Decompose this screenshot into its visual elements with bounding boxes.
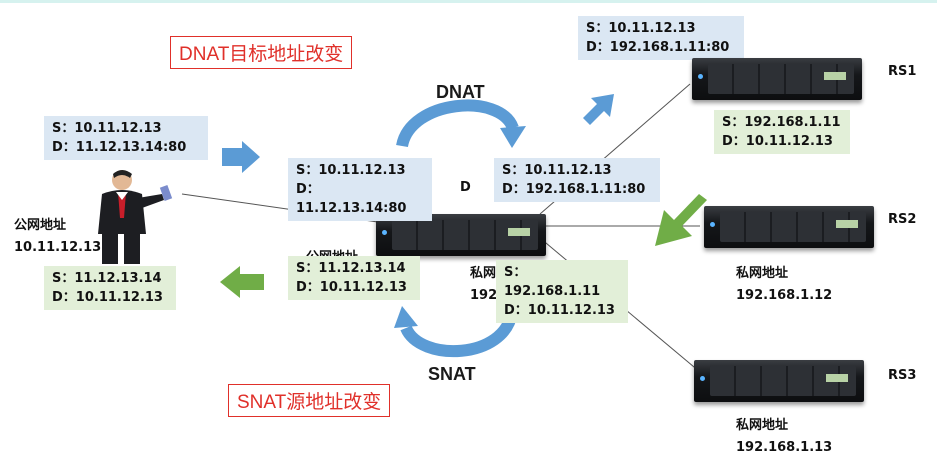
rs3-server bbox=[694, 360, 864, 402]
director-reply-out-packet: S：11.12.13.14 D：10.11.12.13 bbox=[288, 256, 420, 300]
packet-destination: D：10.11.12.13 bbox=[504, 303, 615, 318]
rs1-name: RS1 bbox=[888, 64, 917, 79]
snat-change-title: SNAT源地址改变 bbox=[228, 384, 391, 417]
director-out-packet: S：10.11.12.13 D：192.168.1.11:80 bbox=[494, 158, 660, 202]
dnat-label: DNAT bbox=[436, 82, 485, 102]
rs3-name: RS3 bbox=[888, 368, 917, 383]
packet-destination: D：11.12.13.14:80 bbox=[296, 182, 407, 216]
director-private-ip: 192 bbox=[470, 288, 498, 303]
rs2-ip: 192.168.1.12 bbox=[736, 288, 833, 303]
packet-destination: D：10.11.12.13 bbox=[52, 290, 163, 305]
packet-source: S：10.11.12.13 bbox=[296, 163, 406, 178]
packet-destination: D：192.168.1.11:80 bbox=[502, 182, 646, 197]
packet-source: S：10.11.12.13 bbox=[52, 121, 162, 136]
packet-destination: D：10.11.12.13 bbox=[296, 280, 407, 295]
rs2-label: 私网地址 bbox=[736, 266, 789, 281]
rs1-server bbox=[692, 58, 862, 100]
packet-source: S：11.12.13.14 bbox=[296, 261, 406, 276]
director-server bbox=[376, 214, 546, 256]
client-label: 公网地址 bbox=[14, 218, 67, 233]
director-in-packet: S：10.11.12.13 D：11.12.13.14:80 bbox=[288, 158, 432, 221]
client-person-icon bbox=[98, 170, 173, 264]
snat-label: SNAT bbox=[428, 364, 476, 384]
director-label: D bbox=[460, 180, 471, 195]
packet-source: S：10.11.12.13 bbox=[502, 163, 612, 178]
rs1-reply-packet: S：192.168.1.11 D：10.11.12.13 bbox=[714, 110, 850, 154]
packet-destination: D：11.12.13.14:80 bbox=[52, 140, 187, 155]
rs1-inbound-packet: S：10.11.12.13 D：192.168.1.11:80 bbox=[578, 16, 744, 60]
rs3-ip: 192.168.1.13 bbox=[736, 440, 833, 455]
top-border bbox=[0, 0, 937, 3]
blue-up-arrow bbox=[583, 94, 614, 125]
packet-source: S：192.168.1.11 bbox=[504, 265, 601, 299]
packet-destination: D：10.11.12.13 bbox=[722, 134, 833, 149]
green-left-arrow bbox=[220, 266, 264, 298]
director-reply-in-packet: S：192.168.1.11 D：10.11.12.13 bbox=[496, 260, 628, 323]
client-reply-packet: S：11.12.13.14 D：10.11.12.13 bbox=[44, 266, 176, 310]
packet-source: S：10.11.12.13 bbox=[586, 21, 696, 36]
director-private-label: 私网 bbox=[470, 266, 497, 281]
snat-curve-arrow bbox=[400, 310, 518, 358]
client-ip: 10.11.12.13 bbox=[14, 240, 102, 255]
packet-source: S：192.168.1.11 bbox=[722, 115, 841, 130]
green-down-arrow bbox=[655, 194, 707, 246]
client-request-packet: S：10.11.12.13 D：11.12.13.14:80 bbox=[44, 116, 208, 160]
packet-destination: D：192.168.1.11:80 bbox=[586, 40, 730, 55]
dnat-change-title: DNAT目标地址改变 bbox=[170, 36, 353, 69]
packet-source: S：11.12.13.14 bbox=[52, 271, 162, 286]
blue-right-arrow bbox=[222, 141, 260, 173]
rs3-label: 私网地址 bbox=[736, 418, 789, 433]
rs2-name: RS2 bbox=[888, 212, 917, 227]
dnat-curve-arrow bbox=[396, 99, 519, 148]
rs2-server bbox=[704, 206, 874, 248]
